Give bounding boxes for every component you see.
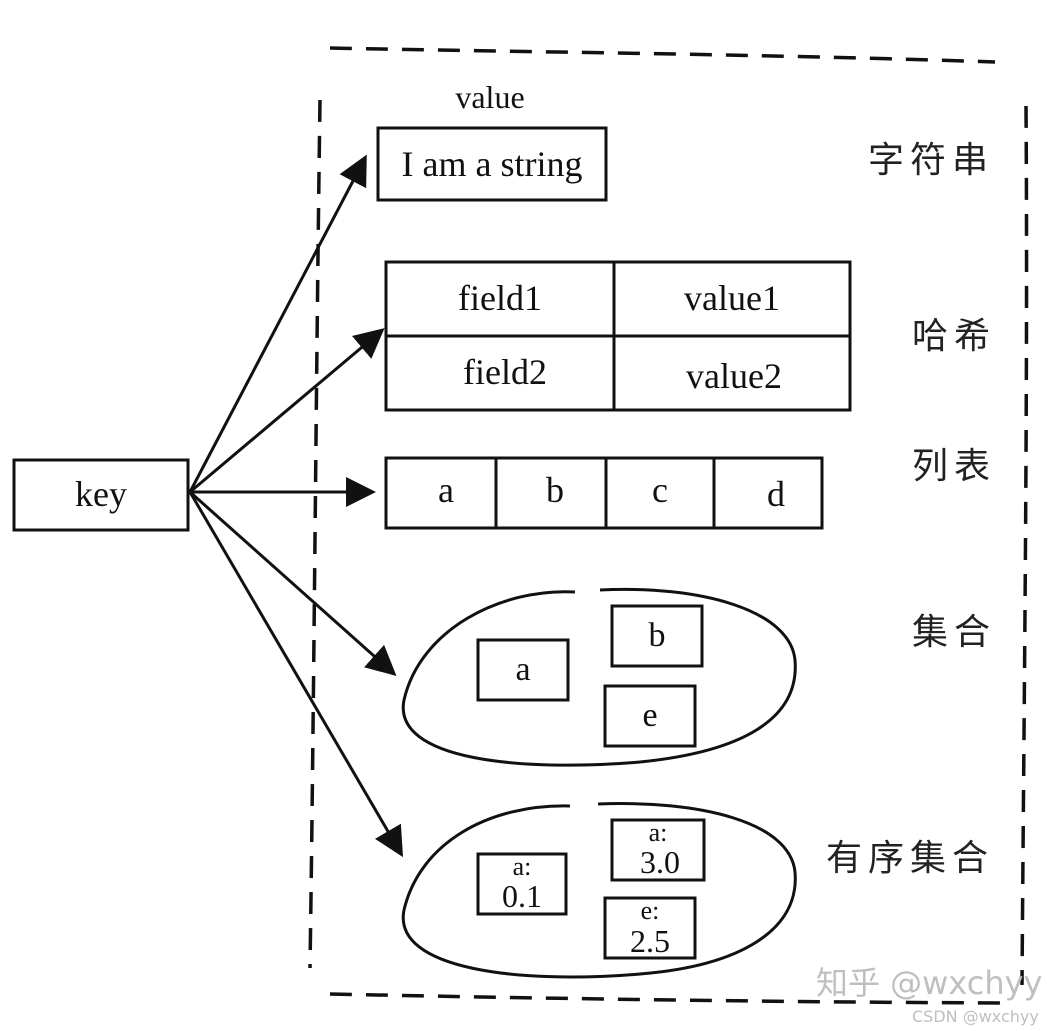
list-items: a b c d	[384, 456, 824, 530]
list-item-d: d	[767, 474, 785, 514]
list-item-a: a	[438, 470, 454, 510]
set-blob: a b e	[401, 587, 797, 767]
watermark-main: 知乎 @wxchyy	[816, 964, 1042, 1002]
edge-to-string	[188, 154, 367, 493]
list-item-b: b	[546, 470, 564, 510]
string-text: I am a string	[402, 144, 583, 184]
set-member-b: b	[649, 617, 666, 654]
hash-value-2: value2	[686, 356, 782, 396]
set-member-e: e	[642, 697, 657, 734]
type-label-set: 集合	[912, 612, 996, 653]
set-member-a: a	[515, 651, 530, 688]
list-item-c: c	[652, 470, 668, 510]
zset-member-3: e:	[641, 896, 660, 925]
hash-value-1: value1	[684, 278, 780, 318]
value-header: value	[455, 79, 524, 115]
zset-blob: a: 0.1 a: 3.0 e: 2.5	[401, 802, 797, 979]
zset-member-2: a:	[649, 818, 668, 847]
edge-to-set	[189, 490, 397, 676]
type-label-string: 字符串	[868, 140, 994, 181]
zset-score-3: 2.5	[630, 923, 670, 959]
watermark-sub: CSDN @wxchyy	[912, 1007, 1039, 1026]
type-label-list: 列表	[912, 446, 996, 487]
edge-to-zset	[188, 491, 404, 858]
string-value: value I am a string	[376, 79, 608, 202]
value-container	[308, 46, 1029, 1005]
zset-score-2: 3.0	[640, 844, 680, 880]
hash-table: field1 value1 field2 value2	[384, 260, 852, 412]
zset-score-1: 0.1	[502, 878, 542, 914]
type-label-zset: 有序集合	[826, 838, 994, 879]
hash-field-1: field1	[458, 278, 542, 318]
edge-to-hash	[189, 328, 385, 494]
hash-field-2: field2	[463, 352, 547, 392]
key-node: key	[12, 458, 190, 532]
zset-member-1: a:	[513, 852, 532, 881]
type-label-hash: 哈希	[912, 316, 996, 357]
key-label: key	[75, 474, 127, 514]
key-edges	[188, 154, 404, 858]
